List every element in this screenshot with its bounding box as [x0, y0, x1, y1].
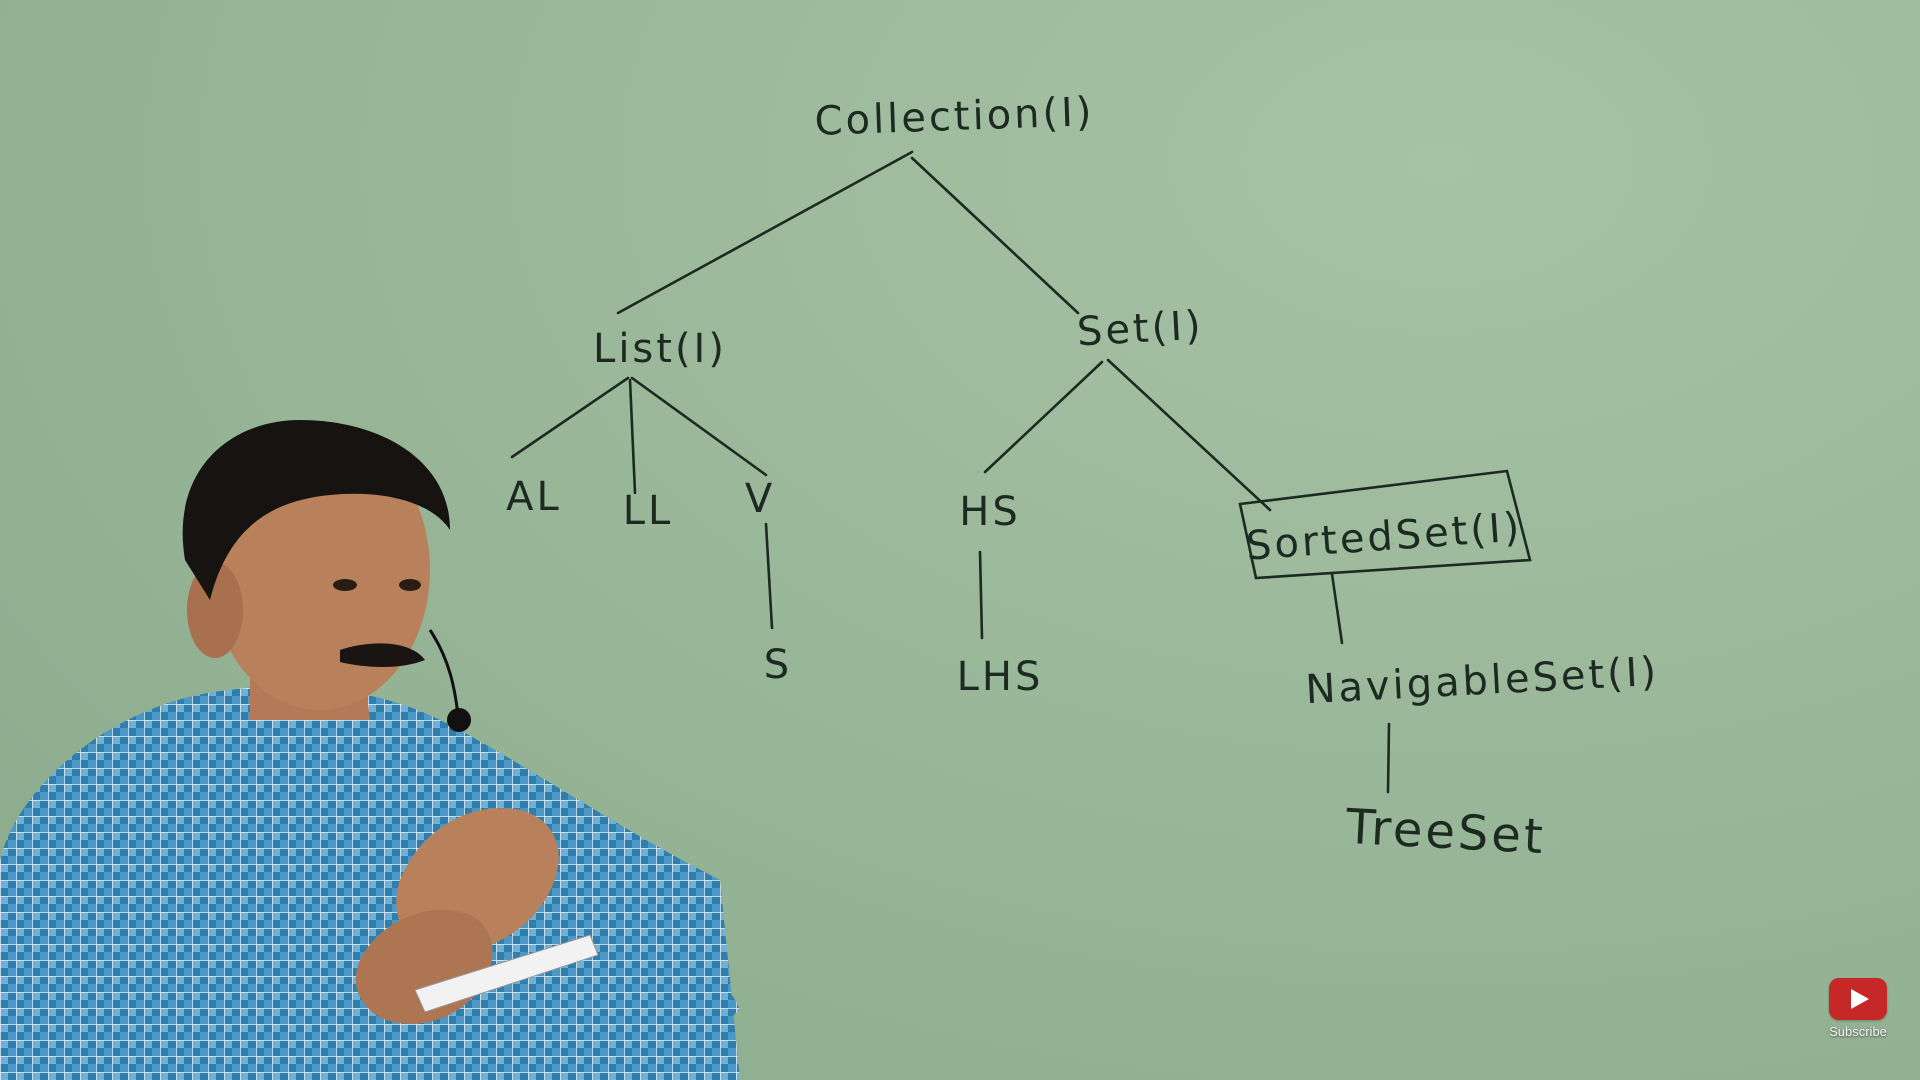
- node-collection: Collection(I): [814, 89, 1095, 145]
- node-ll: LL: [623, 488, 674, 534]
- subscribe-label: Subscribe: [1829, 1024, 1887, 1039]
- node-list: List(I): [593, 326, 727, 372]
- node-treeset: TreeSet: [1344, 799, 1547, 865]
- subscribe-button[interactable]: Subscribe: [1826, 978, 1890, 1042]
- edge-collection-list: [616, 150, 914, 315]
- lapel-mic: [447, 708, 471, 732]
- sleeve: [540, 880, 740, 1040]
- diagram-connectors: [510, 150, 1391, 794]
- edge-collection-set: [910, 156, 1080, 315]
- node-hs: HS: [959, 489, 1020, 535]
- presenter-figure: [0, 420, 740, 1080]
- eye: [333, 579, 357, 591]
- youtube-play-icon[interactable]: [1829, 978, 1887, 1020]
- sortedset-box: [1238, 469, 1532, 580]
- edge-list-ll: [628, 378, 637, 495]
- edge-set-hs: [983, 360, 1104, 474]
- mustache: [340, 643, 425, 667]
- edge-set-sortedset: [1106, 358, 1272, 512]
- edge-v-s: [764, 522, 774, 630]
- edge-list-v: [630, 376, 768, 477]
- node-al: AL: [506, 474, 562, 520]
- ear: [187, 562, 243, 658]
- node-s: S: [764, 642, 792, 688]
- node-set: Set(I): [1076, 303, 1205, 356]
- shirt: [0, 686, 740, 1080]
- edge-sortedset-navigableset: [1330, 572, 1344, 645]
- edge-hs-lhs: [978, 550, 984, 640]
- node-navigableset: NavigableSet(I): [1304, 649, 1660, 713]
- mic-wire: [428, 629, 460, 716]
- node-v: V: [745, 476, 775, 522]
- node-lhs: LHS: [957, 654, 1044, 700]
- hair: [182, 420, 451, 600]
- node-sortedset: SortedSet(I): [1244, 504, 1523, 569]
- marker-pen: [414, 934, 599, 1013]
- eye: [399, 579, 421, 591]
- edge-navigableset-treeset: [1386, 722, 1391, 794]
- edge-list-al: [510, 376, 630, 459]
